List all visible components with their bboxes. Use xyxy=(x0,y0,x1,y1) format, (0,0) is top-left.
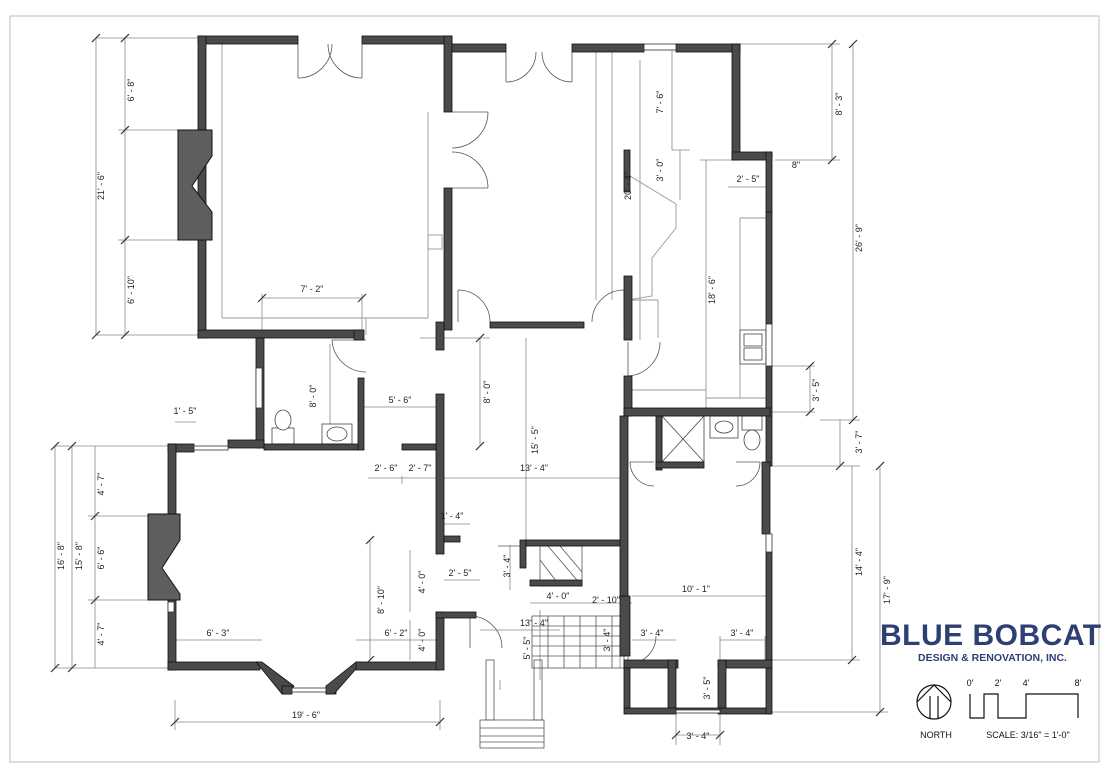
scale-bar: 0' 2' 4' 8' SCALE: 3/16" = 1'-0" xyxy=(967,678,1082,740)
dim-15-5: 15' - 5" xyxy=(530,426,540,454)
company-subtitle: DESIGN & RENOVATION, INC. xyxy=(918,652,1067,664)
stairs xyxy=(479,545,625,749)
dim-2-6: 2' - 6" xyxy=(375,463,398,473)
fireplace-bottom xyxy=(147,513,181,601)
dim-26-9: 26' - 9" xyxy=(854,224,864,252)
dim-7-2: 7' - 2" xyxy=(301,284,324,294)
dim-10-1: 10' - 1" xyxy=(682,584,710,594)
dim-6-10: 6' - 10" xyxy=(126,276,136,304)
north-arrow: NORTH xyxy=(916,684,952,740)
scale-tick-2: 2' xyxy=(995,678,1002,688)
dim-3-5-b: 3' - 5" xyxy=(702,677,712,700)
scale-tick-4: 4' xyxy=(1023,678,1030,688)
dim-4-0-c: 4' - 0" xyxy=(417,629,427,652)
interior-lines xyxy=(221,44,766,690)
dim-18-6: 18' - 6" xyxy=(707,276,717,304)
dim-5-6: 5' - 6" xyxy=(389,395,412,405)
dim-19-6: 19' - 6" xyxy=(292,710,320,720)
dim-3-5: 3' - 5" xyxy=(811,379,821,402)
dim-1-5: 1' - 5" xyxy=(174,406,197,416)
dim-3-0: 3' - 0" xyxy=(655,159,665,182)
dim-14-4: 14' - 4" xyxy=(854,548,864,576)
dim-3-7: 3' - 7" xyxy=(854,431,864,454)
north-arrow-icon xyxy=(916,684,952,720)
dim-2-5: 2' - 5" xyxy=(737,174,760,184)
dim-4-0-b: 4' - 0" xyxy=(547,591,570,601)
dim-4-7-b: 4' - 7" xyxy=(96,623,106,646)
dim-3-4-b: 3' - 4" xyxy=(641,628,664,638)
fireplace-top xyxy=(177,129,213,241)
dim-6-2: 6' - 2" xyxy=(385,628,408,638)
windows xyxy=(167,43,773,714)
door-swings xyxy=(297,43,761,665)
dimension-ticks xyxy=(50,33,885,740)
dim-3-4-stair: 3' - 4" xyxy=(502,555,512,578)
dim-8-0-b: 8' - 0" xyxy=(482,381,492,404)
scale-label: SCALE: 3/16" = 1'-0" xyxy=(986,730,1069,740)
dim-13-4-a: 13' - 4" xyxy=(520,463,548,473)
dim-16-8: 16' - 8" xyxy=(56,542,66,570)
dim-3-4-d: 3' - 4" xyxy=(687,731,710,741)
company-logo: BLUE BOBCAT DESIGN & RENOVATION, INC. xyxy=(880,619,1102,664)
dim-21-6: 21' - 6" xyxy=(96,172,106,200)
scale-tick-8: 8' xyxy=(1075,678,1082,688)
dim-6-6: 6' - 6" xyxy=(96,547,106,570)
dim-8-3: 8' - 3" xyxy=(834,93,844,116)
dim-20-4: 20' - 4" xyxy=(623,172,633,200)
dim-6-8: 6' - 8" xyxy=(126,79,136,102)
dim-15-8: 15' - 8" xyxy=(74,542,84,570)
dim-7-6: 7' - 6" xyxy=(655,91,665,114)
dim-3-4-a: 3' - 4" xyxy=(602,629,612,652)
dim-3-4-c: 3' - 4" xyxy=(731,628,754,638)
dim-13-4-b: 13' - 4" xyxy=(520,618,548,628)
dim-2-7: 2' - 7" xyxy=(409,463,432,473)
dim-2-10: 2' - 10" xyxy=(592,595,620,605)
dim-8-10: 8' - 10" xyxy=(376,586,386,614)
dim-8-0-a: 8' - 0" xyxy=(308,385,318,408)
company-name: BLUE BOBCAT xyxy=(880,619,1102,652)
sheet-border xyxy=(9,15,1100,763)
dimension-labels: 6' - 8" 21' - 6" 6' - 10" 7' - 2" 8' - 3… xyxy=(56,79,892,741)
scale-tick-0: 0' xyxy=(967,678,974,688)
dim-2-5-b: 2' - 5" xyxy=(449,568,472,578)
dim-17-9: 17' - 9" xyxy=(882,576,892,604)
fixtures xyxy=(271,329,767,463)
dim-4-0-a: 4' - 0" xyxy=(417,571,427,594)
walls xyxy=(167,35,773,715)
dim-4-7-a: 4' - 7" xyxy=(96,473,106,496)
dim-1-4: 1' - 4" xyxy=(441,511,464,521)
dim-5-5: 5' - 5" xyxy=(522,637,532,660)
north-label: NORTH xyxy=(920,730,952,740)
dim-6-3: 6' - 3" xyxy=(207,628,230,638)
dim-8in: 8" xyxy=(792,160,800,170)
